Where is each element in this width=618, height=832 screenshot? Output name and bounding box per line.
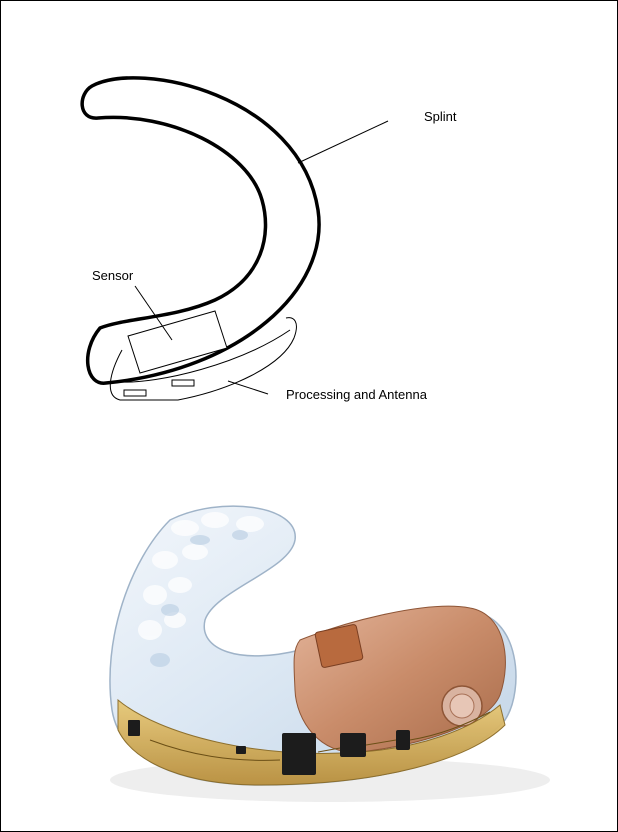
schematic-diagram: Splint Sensor Processing and Antenna [82,78,457,402]
chip-small [396,730,410,750]
chip-rect-right [172,380,194,386]
battery-cell-inner [450,694,474,718]
splint-leader-line [298,121,388,163]
sensor-label: Sensor [92,268,134,283]
chip-medium [340,733,366,757]
chip-tiny [236,746,246,754]
processing-antenna-label: Processing and Antenna [286,387,428,402]
chip-large [282,733,316,775]
splint-label: Splint [424,109,457,124]
processing-leader-line [228,381,268,394]
chip-end [128,720,140,736]
splint-photo [110,506,550,802]
chip-rect-left [124,390,146,396]
